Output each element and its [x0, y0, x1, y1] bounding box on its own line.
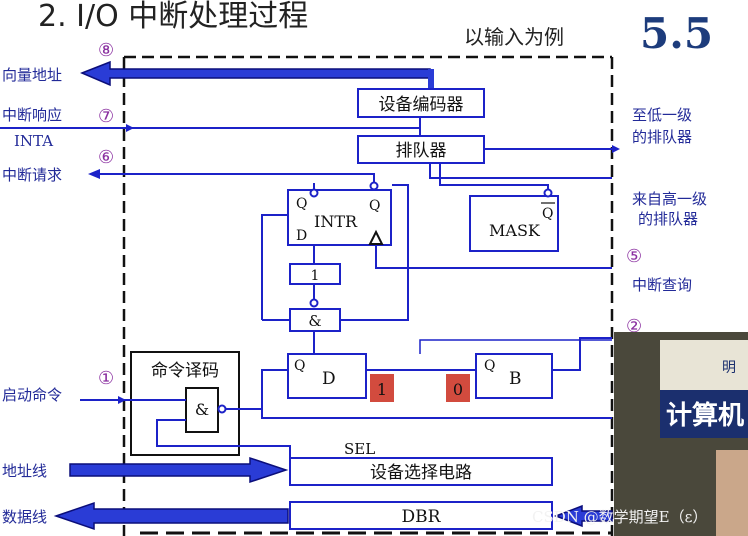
- intr-d-label: D: [296, 228, 307, 244]
- step-8: ⑧: [98, 40, 114, 61]
- section-number: 5.5: [640, 9, 713, 58]
- vector-address-bus: [80, 60, 434, 89]
- sel-label: SEL: [344, 440, 375, 458]
- command-and-label: &: [195, 400, 209, 419]
- data-bus: [53, 501, 289, 531]
- intr-q-label: Q: [296, 196, 307, 212]
- step-2: ②: [626, 316, 642, 337]
- and-gate-label: &: [308, 312, 321, 330]
- priority-queue-label: 排队器: [396, 141, 447, 161]
- label-inta-2: INTA: [14, 132, 53, 150]
- label-int-request: 中断请求: [2, 166, 62, 184]
- mask-flipflop: [469, 195, 559, 252]
- intr-label: INTR: [314, 212, 358, 231]
- label-address-bus: 地址线: [2, 462, 47, 480]
- label-from-higher-2: 的排队器: [638, 210, 698, 228]
- dbr-label: DBR: [402, 507, 442, 527]
- video-overlay: 明 计算机: [614, 332, 748, 536]
- step-1: ①: [98, 368, 114, 389]
- label-to-lower-1: 至低一级: [632, 106, 692, 124]
- mask-q-label: Q: [542, 206, 553, 222]
- subtitle: 以输入为例: [464, 25, 564, 49]
- video-top-text: 明: [722, 360, 736, 376]
- b-state-box: [446, 374, 470, 402]
- label-to-lower-2: 的排队器: [632, 128, 692, 146]
- step-6: ⑥: [98, 147, 114, 168]
- interface-boundary: [122, 55, 614, 536]
- data-buffer-register: [289, 501, 553, 530]
- d-state-value: 1: [377, 380, 387, 399]
- device-encoder: [357, 88, 485, 118]
- address-bus: [69, 456, 289, 484]
- mask-label: MASK: [489, 221, 541, 240]
- buffer-gate-label: 1: [311, 268, 320, 284]
- label-int-poll: 中断查询: [632, 276, 692, 294]
- video-caption: 计算机: [666, 400, 744, 431]
- b-state-value: 0: [453, 380, 463, 399]
- watermark: CSDN @数学期望E（ε）: [532, 508, 707, 526]
- intr-qbar-label: Q: [369, 198, 380, 214]
- step-5: ⑤: [626, 246, 642, 267]
- label-from-higher-1: 来自高一级: [632, 190, 707, 208]
- device-select-label: 设备选择电路: [370, 463, 472, 483]
- b-ff-q-label: Q: [484, 358, 495, 374]
- page-title: 2. I/O 中断处理过程: [38, 0, 308, 34]
- label-data-bus: 数据线: [2, 508, 47, 526]
- data-bus-input: [553, 504, 613, 528]
- d-flipflop: [287, 353, 367, 399]
- device-select-circuit: [289, 457, 553, 486]
- b-ff-label: B: [509, 369, 522, 389]
- device-encoder-label: 设备编码器: [379, 95, 464, 115]
- d-ff-label: D: [322, 369, 336, 389]
- d-ff-q-label: Q: [294, 358, 305, 374]
- b-flipflop: [475, 353, 553, 399]
- step-7: ⑦: [98, 106, 114, 127]
- d-state-box: [370, 374, 394, 402]
- label-vector-address: 向量地址: [2, 66, 62, 84]
- label-inta-1: 中断响应: [2, 106, 62, 124]
- label-start-command: 启动命令: [2, 386, 62, 404]
- command-and-gate: [185, 387, 219, 433]
- command-decoder-label: 命令译码: [151, 361, 219, 381]
